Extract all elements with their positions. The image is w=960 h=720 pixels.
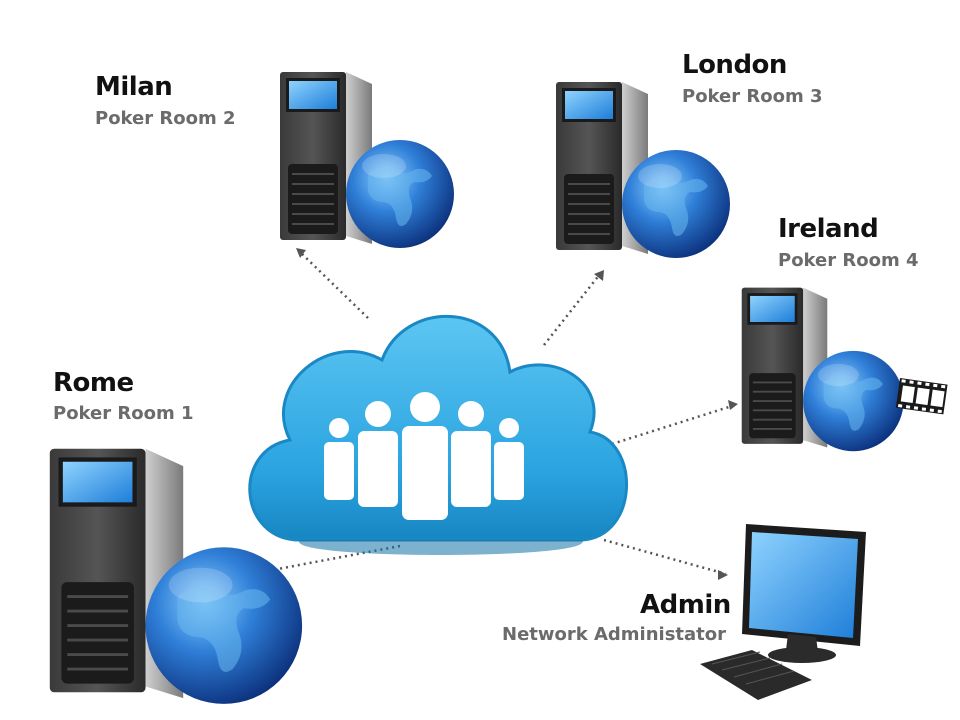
node-subtitle-ireland: Poker Room 4	[778, 250, 919, 271]
cloud-users-icon	[248, 315, 629, 555]
node-subtitle-admin: Network Administator	[502, 624, 727, 645]
connector-lines	[261, 251, 733, 576]
node-title-ireland: Ireland	[778, 214, 879, 244]
node-subtitle-milan: Poker Room 2	[95, 108, 236, 129]
connector-arrowheads	[296, 248, 738, 580]
connector-london	[543, 273, 601, 346]
users-group-icon	[324, 392, 524, 520]
film-strip-icon	[895, 378, 948, 415]
node-title-rome: Rome	[53, 368, 134, 398]
server-globe-icon	[555, 81, 731, 259]
node-subtitle-rome: Poker Room 1	[53, 403, 194, 424]
node-title-milan: Milan	[95, 72, 173, 102]
node-subtitle-london: Poker Room 3	[682, 86, 823, 107]
node-title-london: London	[682, 50, 787, 80]
desktop-computer-icon	[700, 524, 866, 700]
arrowhead-milan	[296, 248, 306, 258]
server-globe-icon	[279, 71, 455, 249]
node-title-admin: Admin	[640, 590, 731, 620]
connector-milan	[299, 251, 369, 319]
arrowhead-london	[594, 270, 604, 281]
arrowhead-admin	[718, 570, 728, 580]
server-globe-icon	[740, 286, 905, 453]
connector-admin	[603, 538, 727, 576]
arrowhead-ireland	[728, 400, 738, 410]
connector-ireland	[611, 404, 733, 446]
